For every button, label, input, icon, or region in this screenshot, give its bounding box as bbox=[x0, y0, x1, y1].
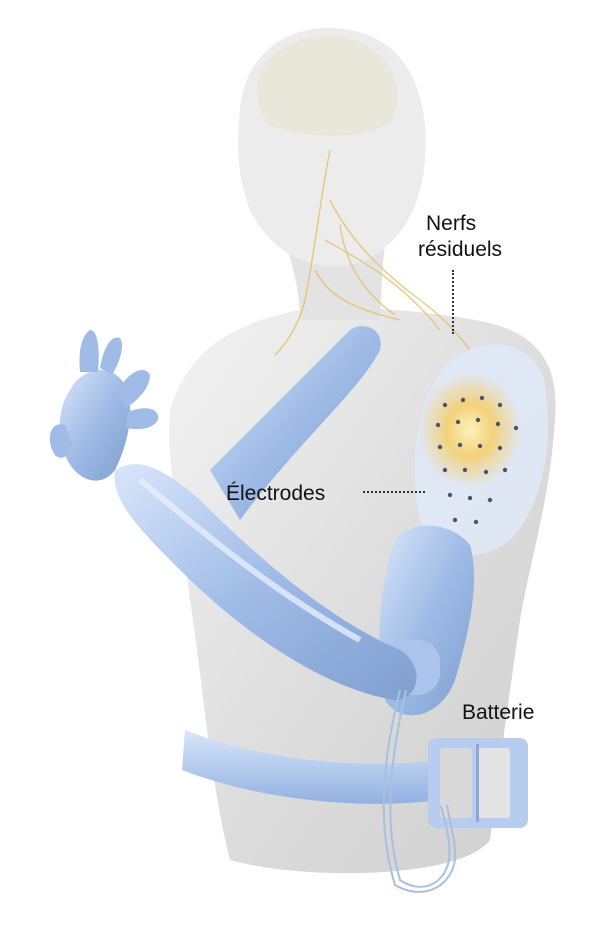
label-electrodes: Électrodes bbox=[226, 482, 325, 506]
prosthetic-hand bbox=[50, 330, 158, 481]
electrodes-leader-line bbox=[363, 491, 425, 493]
label-residuels: résiduels bbox=[418, 238, 502, 262]
label-nerfs: Nerfs bbox=[426, 212, 476, 236]
nerfs-leader-line bbox=[452, 270, 454, 334]
label-batterie: Batterie bbox=[462, 701, 534, 725]
